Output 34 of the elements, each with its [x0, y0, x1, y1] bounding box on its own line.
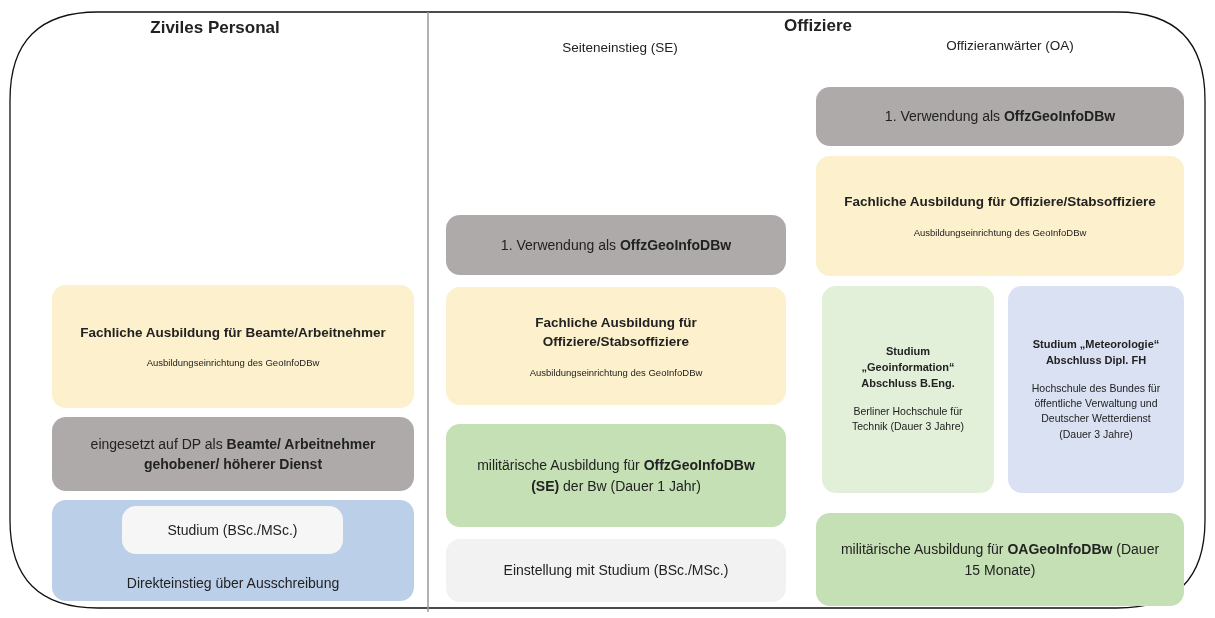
assignment-box [446, 215, 786, 275]
column-heading: Ziviles Personal [150, 18, 280, 38]
box-title: Studium (BSc./MSc.) [167, 520, 298, 540]
box-title: Fachliche Ausbildung für Offiziere/Stabsoffiziere [534, 313, 698, 352]
box-note: Ausbildungseinrichtung des GeoInfoDBw [529, 365, 703, 380]
box-note: Hochschule des Bundes für öffentliche Verwaltung und Deutscher Wetterdienst (Dauer 3 Jahre) [1030, 381, 1162, 442]
assignment-box [816, 87, 1184, 146]
box-note: Berliner Hochschule für Technik (Dauer 3 Jahre) [850, 404, 966, 435]
study-program-box [1008, 286, 1184, 493]
entry-box [52, 500, 414, 601]
training-box [52, 285, 414, 408]
box-title: 1. Verwendung als OffzGeoInfoDBw [500, 235, 732, 255]
box-title: Fachliche Ausbildung für Offiziere/Stabsoffiziere [844, 193, 1156, 212]
assignment-box [52, 417, 414, 491]
box-title: Einstellung mit Studium (BSc./MSc.) [503, 561, 729, 581]
column-subheading: Offizieranwärter (OA) [946, 38, 1074, 53]
box-title: Direkteinstieg über Ausschreibung [126, 573, 340, 593]
military-training-box [816, 513, 1184, 606]
study-box [122, 506, 343, 554]
military-training-box [446, 424, 786, 527]
box-note: Ausbildungseinrichtung des GeoInfoDBw [146, 356, 320, 371]
box-title: Studium „Geoinformation“ Abschluss B.Eng. [860, 344, 956, 392]
box-note: Ausbildungseinrichtung des GeoInfoDBw [913, 225, 1087, 240]
box-title: Studium „Meteorologie“ Abschluss Dipl. FH [1031, 337, 1161, 369]
box-title: militärische Ausbildung für OAGeoInfoDBw (Dauer 15 Monate) [839, 540, 1161, 580]
training-box [446, 287, 786, 405]
study-program-box [822, 286, 994, 493]
box-title: 1. Verwendung als OffzGeoInfoDBw [884, 107, 1116, 127]
column-heading: Offiziere [784, 16, 852, 36]
box-title: Fachliche Ausbildung für Beamte/Arbeitnehmer [80, 323, 386, 342]
training-box [816, 156, 1184, 276]
column-subheading: Seiteneinstieg (SE) [562, 40, 678, 55]
box-title: eingesetzt auf DP als Beamte/ Arbeitnehmer gehobener/ höherer Dienst [89, 434, 377, 474]
box-title: militärische Ausbildung für OffzGeoInfoDBw (SE) der Bw (Dauer 1 Jahr) [476, 456, 756, 496]
